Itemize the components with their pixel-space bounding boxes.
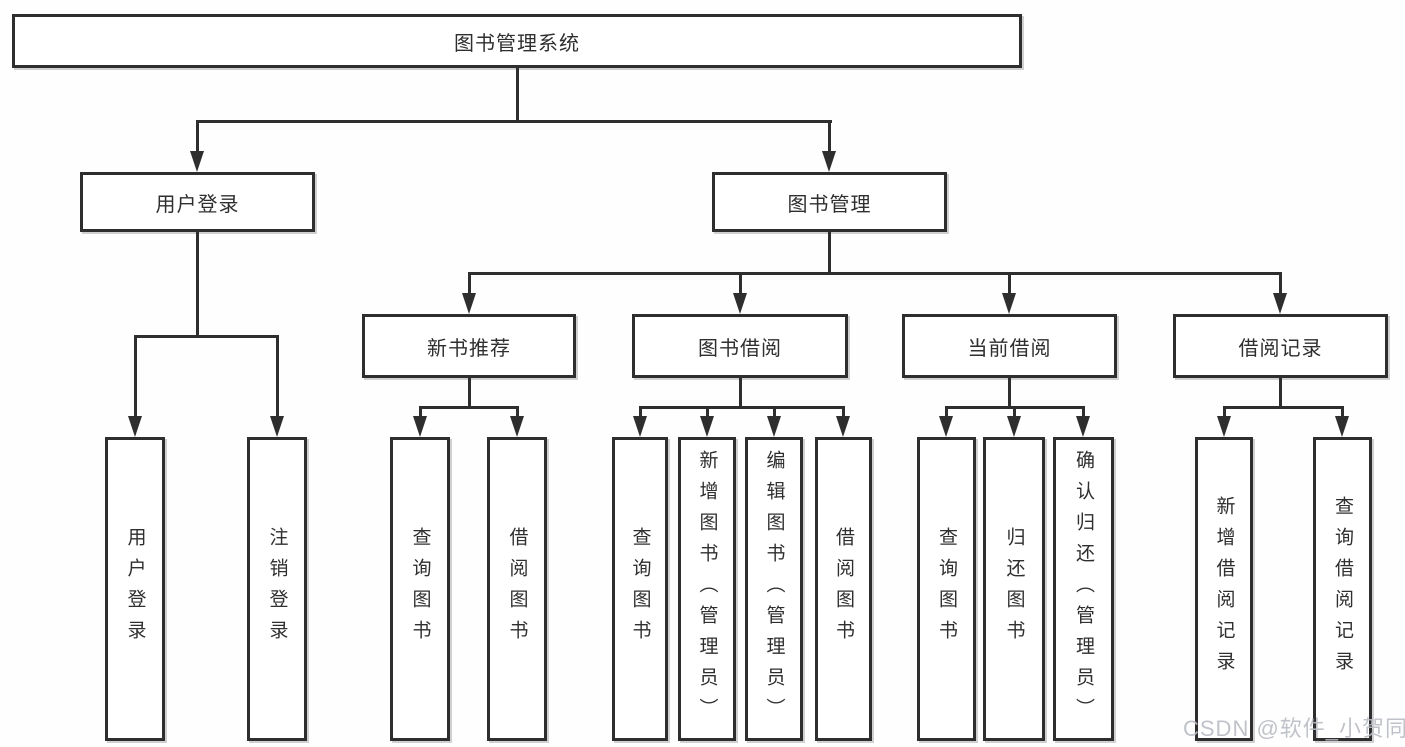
connector-vertical <box>1341 406 1344 418</box>
node-leaf-user-login: 用户登录 <box>105 437 165 741</box>
connector-vertical <box>828 232 831 275</box>
node-library-system: 图书管理系统 <box>12 14 1022 68</box>
node-user-login: 用户登录 <box>80 172 315 232</box>
node-leaf-edit-book-admin: 编辑图书（管理员） <box>745 437 803 741</box>
node-leaf-query-books: 查询图书 <box>390 437 450 741</box>
node-leaf-borrow-books: 借阅图书 <box>487 437 547 741</box>
arrowhead-down-icon <box>413 416 427 437</box>
arrowhead-down-icon <box>510 416 524 437</box>
arrowhead-down-icon <box>822 151 836 172</box>
connector-vertical <box>516 68 519 121</box>
connector-vertical <box>739 272 742 296</box>
arrowhead-down-icon <box>767 416 781 437</box>
node-leaf-query-borrow-record: 查询借阅记录 <box>1313 437 1372 741</box>
node-label: 图书管理系统 <box>454 32 580 55</box>
node-label: 新增借阅记录 <box>1213 496 1235 682</box>
connector-vertical <box>1082 406 1085 418</box>
connector-vertical <box>945 406 948 418</box>
arrowhead-down-icon <box>633 416 647 437</box>
node-label: 图书借阅 <box>698 337 782 360</box>
arrowhead-down-icon <box>1217 416 1231 437</box>
connector-vertical <box>276 335 279 418</box>
arrowhead-down-icon <box>733 293 747 314</box>
node-label: 查询图书 <box>936 527 957 651</box>
node-label: 借阅记录 <box>1238 337 1323 360</box>
node-label: 用户登录 <box>124 527 146 651</box>
arrowhead-down-icon <box>270 416 284 437</box>
node-label: 图书管理 <box>787 193 872 216</box>
node-label: 借阅图书 <box>833 527 854 651</box>
node-label: 查询图书 <box>629 527 651 651</box>
connector-vertical <box>842 406 845 418</box>
arrowhead-down-icon <box>128 416 142 437</box>
csdn-watermark: CSDN @软件_小贺同学 <box>1183 716 1405 741</box>
connector-vertical <box>196 232 199 337</box>
connector-vertical <box>468 378 471 409</box>
node-label: 用户登录 <box>155 193 240 216</box>
connector-vertical <box>1223 406 1226 418</box>
node-label: 确认归还（管理员） <box>1073 449 1094 729</box>
connector-vertical <box>739 378 742 409</box>
connector-horizontal <box>639 406 845 409</box>
connector-vertical <box>1013 406 1016 418</box>
arrowhead-down-icon <box>1273 293 1287 314</box>
arrowhead-down-icon <box>1335 416 1349 437</box>
connector-vertical <box>1008 272 1011 296</box>
connector-vertical <box>516 406 519 418</box>
connector-vertical <box>468 272 471 296</box>
node-book-management: 图书管理 <box>712 172 947 232</box>
node-leaf-query-books: 查询图书 <box>612 437 668 741</box>
connector-vertical <box>1279 378 1282 409</box>
arrowhead-down-icon <box>190 151 204 172</box>
arrowhead-down-icon <box>1002 293 1016 314</box>
node-current-borrow: 当前借阅 <box>902 314 1117 378</box>
arrowhead-down-icon <box>1007 416 1021 437</box>
connector-vertical <box>639 406 642 418</box>
node-label: 查询借阅记录 <box>1332 496 1353 682</box>
connector-vertical <box>1279 272 1282 296</box>
node-label: 查询图书 <box>409 527 431 651</box>
arrowhead-down-icon <box>836 416 850 437</box>
arrowhead-down-icon <box>462 293 476 314</box>
connector-vertical <box>706 406 709 418</box>
node-new-book-recommend: 新书推荐 <box>362 314 576 378</box>
node-label: 注销登录 <box>266 527 288 651</box>
connector-vertical <box>134 335 137 418</box>
connector-vertical <box>773 406 776 418</box>
connector-horizontal <box>134 335 279 338</box>
node-borrow-records: 借阅记录 <box>1173 314 1388 378</box>
connector-vertical <box>1008 378 1011 409</box>
node-leaf-add-borrow-record: 新增借阅记录 <box>1195 437 1253 741</box>
connector-vertical <box>419 406 422 418</box>
node-book-borrow: 图书借阅 <box>632 314 848 378</box>
arrowhead-down-icon <box>700 416 714 437</box>
connector-horizontal <box>196 120 832 123</box>
node-label: 归还图书 <box>1003 527 1025 651</box>
connector-vertical <box>828 120 831 154</box>
node-leaf-return-book: 归还图书 <box>983 437 1045 741</box>
connector-horizontal <box>419 406 519 409</box>
node-leaf-query-books: 查询图书 <box>917 437 976 741</box>
arrowhead-down-icon <box>939 416 953 437</box>
node-label: 借阅图书 <box>506 527 528 651</box>
connector-vertical <box>196 120 199 154</box>
connector-horizontal <box>1223 406 1344 409</box>
node-label: 当前借阅 <box>967 337 1052 360</box>
node-label: 编辑图书（管理员） <box>763 449 785 729</box>
node-leaf-confirm-return-admin: 确认归还（管理员） <box>1053 437 1114 741</box>
connector-horizontal <box>468 272 1282 275</box>
node-leaf-logout: 注销登录 <box>247 437 307 741</box>
node-label: 新书推荐 <box>427 337 511 360</box>
node-label: 新增图书（管理员） <box>696 449 718 729</box>
node-leaf-add-book-admin: 新增图书（管理员） <box>678 437 736 741</box>
arrowhead-down-icon <box>1076 416 1090 437</box>
node-leaf-borrow-books: 借阅图书 <box>815 437 872 741</box>
